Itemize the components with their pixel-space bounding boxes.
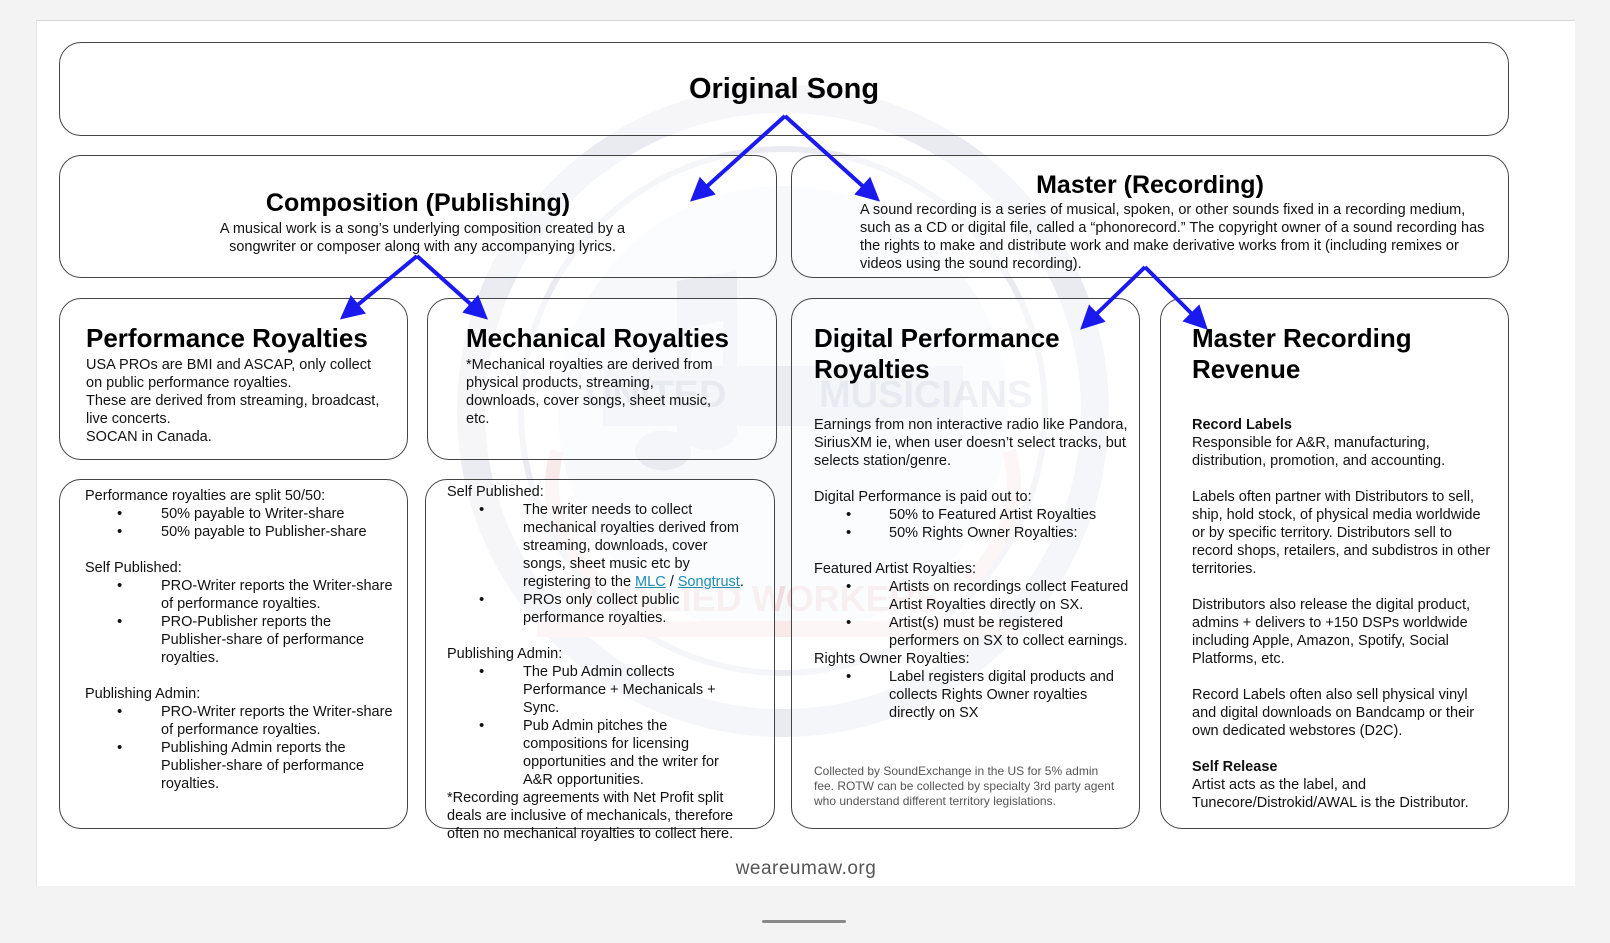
master-title: Master (Recording) [1036, 171, 1264, 199]
performance-line: USA PROs are BMI and ASCAP, only collect… [86, 357, 372, 391]
original-song-title: Original Song [688, 73, 880, 105]
mechanical-royalties-box: Mechanical Royalties *Mechanical royalti… [427, 298, 777, 460]
self-release-heading: Self Release [1192, 759, 1278, 775]
d2c-paragraph: Record Labels often also sell physical v… [1192, 687, 1475, 739]
performance-line: SOCAN in Canada. [86, 429, 212, 445]
digital-paid-bullet: 50% to Featured Artist Royalties [814, 506, 1129, 524]
self-published-heading: Self Published: [85, 560, 182, 576]
link-separator: / [665, 574, 678, 590]
split-intro: Performance royalties are split 50/50: [85, 488, 326, 504]
master-box: Master (Recording) A sound recording is … [791, 155, 1509, 278]
mech-bullet-text: The writer needs to collect mechanical r… [523, 502, 739, 590]
master-description: A sound recording is a series of musical… [860, 202, 1485, 272]
mech-admin-bullet: Pub Admin pitches the compositions for l… [447, 717, 747, 789]
master-revenue-box: Master Recording Revenue Record Labels R… [1160, 298, 1509, 829]
distributors-paragraph: Labels often partner with Distributors t… [1192, 489, 1491, 577]
mechanical-royalties-description: *Mechanical royalties are derived from p… [466, 357, 713, 427]
songtrust-link[interactable]: Songtrust [677, 574, 740, 590]
digital-performance-box: Digital Performance Royalties Earnings f… [791, 298, 1140, 829]
split-bullet: 50% payable to Writer-share [85, 505, 400, 523]
link-end: . [739, 574, 744, 590]
digital-paid-heading: Digital Performance is paid out to: [814, 489, 1032, 505]
featured-heading: Featured Artist Royalties: [814, 561, 976, 577]
self-published-bullet: PRO-Publisher reports the Publisher-shar… [85, 613, 400, 667]
diagram-canvas: UNITED MUSICIANS & ALLIED WORKERS Origin… [36, 20, 1575, 886]
composition-box: Composition (Publishing) A musical work … [59, 155, 777, 278]
mechanical-details-box: Self Published: The writer needs to coll… [425, 479, 775, 842]
mlc-link[interactable]: MLC [635, 574, 666, 590]
split-bullet: 50% payable to Publisher-share [85, 523, 400, 541]
featured-bullet: Artists on recordings collect Featured A… [814, 578, 1129, 614]
composition-title: Composition (Publishing) [265, 189, 571, 217]
performance-royalties-text: USA PROs are BMI and ASCAP, only collect… [86, 356, 386, 446]
master-revenue-title: Master Recording Revenue [1192, 323, 1412, 384]
original-song-box: Original Song [59, 42, 1509, 136]
rights-heading: Rights Owner Royalties: [814, 651, 970, 667]
mech-self-published-heading: Self Published: [447, 484, 544, 500]
composition-description: A musical work is a song’s underlying co… [219, 221, 626, 255]
footer-url: weareumaw.org [735, 858, 877, 879]
performance-royalties-box: Performance Royalties USA PROs are BMI a… [59, 298, 408, 460]
publishing-admin-bullet: PRO-Writer reports the Writer-share of p… [85, 703, 400, 739]
performance-line: These are derived from streaming, broadc… [86, 393, 380, 427]
mech-self-published-bullet: PROs only collect public performance roy… [447, 591, 747, 627]
mech-admin-bullet: The Pub Admin collects Performance + Mec… [447, 663, 747, 717]
scroll-handle[interactable] [762, 920, 846, 923]
digital-intro: Earnings from non interactive radio like… [814, 417, 1128, 469]
mechanical-details-text: Self Published: The writer needs to coll… [447, 483, 747, 843]
self-published-bullet: PRO-Writer reports the Writer-share of p… [85, 577, 400, 613]
digital-performance-text: Earnings from non interactive radio like… [814, 416, 1129, 722]
mech-self-published-bullet: The writer needs to collect mechanical r… [447, 501, 747, 591]
digital-footnote: Collected by SoundExchange in the US for… [814, 764, 1115, 808]
digital-performance-title: Digital Performance Royalties [814, 323, 1060, 384]
digital-distribution-paragraph: Distributors also release the digital pr… [1192, 597, 1471, 667]
performance-royalties-title: Performance Royalties [86, 323, 368, 353]
performance-details-text: Performance royalties are split 50/50: 5… [85, 487, 400, 793]
performance-details-box: Performance royalties are split 50/50: 5… [59, 479, 408, 829]
digital-paid-bullet: 50% Rights Owner Royalties: [814, 524, 1129, 542]
record-labels-text: Responsible for A&R, manufacturing, dist… [1192, 435, 1446, 469]
mechanical-royalties-title: Mechanical Royalties [466, 323, 729, 353]
self-release-text: Artist acts as the label, and Tunecore/D… [1192, 777, 1469, 811]
publishing-admin-bullet: Publishing Admin reports the Publisher-s… [85, 739, 400, 793]
mech-note: *Recording agreements with Net Profit sp… [447, 790, 734, 842]
record-labels-heading: Record Labels [1192, 417, 1292, 433]
publishing-admin-heading: Publishing Admin: [85, 686, 201, 702]
mech-admin-heading: Publishing Admin: [447, 646, 563, 662]
rights-bullet: Label registers digital products and col… [814, 668, 1129, 722]
master-revenue-text: Record Labels Responsible for A&R, manuf… [1192, 416, 1492, 812]
featured-bullet: Artist(s) must be registered performers … [814, 614, 1129, 650]
